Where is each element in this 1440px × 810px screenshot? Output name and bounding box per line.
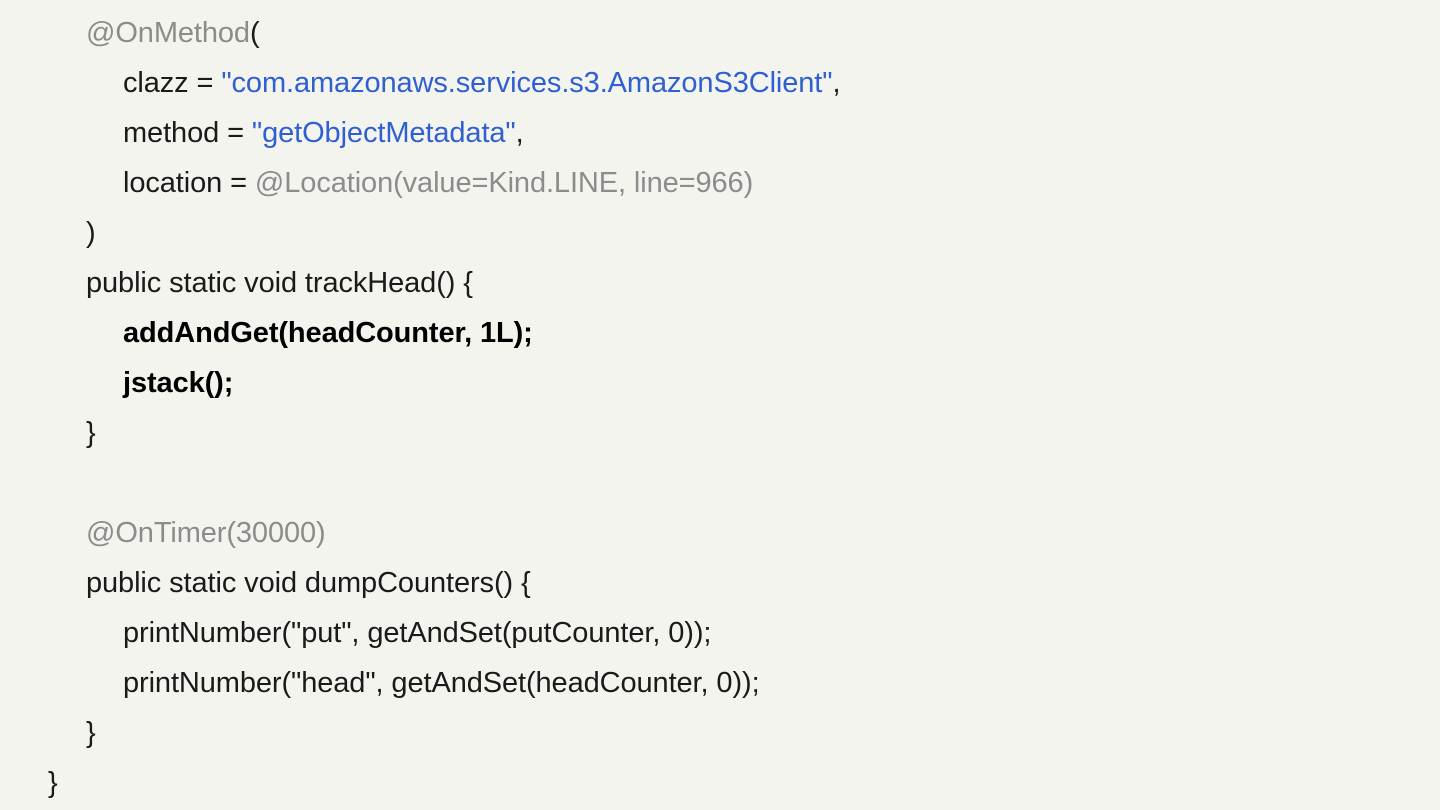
- line-onmethod-close: ): [0, 208, 1440, 258]
- line-printnumber-put: printNumber("put", getAndSet(putCounter,…: [0, 608, 1440, 658]
- code-token-plain: printNumber("head", getAndSet(headCounte…: [123, 667, 760, 699]
- line-class-close: }: [0, 758, 1440, 808]
- line-jstack: jstack();: [0, 358, 1440, 408]
- line-method: method = "getObjectMetadata",: [0, 108, 1440, 158]
- line-location: location = @Location(value=Kind.LINE, li…: [0, 158, 1440, 208]
- code-token-bold: jstack();: [123, 367, 234, 399]
- code-token-bold: addAndGet(headCounter, 1L);: [123, 317, 533, 349]
- code-token-string: "getObjectMetadata": [251, 117, 516, 149]
- code-block: @OnMethod(clazz = "com.amazonaws.service…: [0, 8, 1440, 808]
- code-token-plain: public static void dumpCounters() {: [86, 567, 531, 599]
- line-dumpcounters-close: }: [0, 708, 1440, 758]
- code-token-plain: clazz =: [123, 67, 222, 99]
- code-token-plain: }: [86, 417, 96, 449]
- line-clazz: clazz = "com.amazonaws.services.s3.Amazo…: [0, 58, 1440, 108]
- code-token-annot: @OnTimer(30000): [86, 517, 326, 549]
- code-token-annot: @Location(value=Kind.LINE, line=966): [254, 167, 754, 199]
- line-dumpcounters-sig: public static void dumpCounters() {: [0, 558, 1440, 608]
- line-addandget: addAndGet(headCounter, 1L);: [0, 308, 1440, 358]
- code-token-plain: public static void trackHead() {: [86, 267, 473, 299]
- code-token-plain: }: [86, 717, 96, 749]
- code-token-annot: @OnMethod: [86, 17, 250, 49]
- line-blank-1: [0, 458, 1440, 508]
- code-token-punct: (: [249, 17, 260, 49]
- code-token-plain: ): [86, 217, 96, 249]
- line-trackhead-close: }: [0, 408, 1440, 458]
- code-token-plain: }: [48, 767, 58, 799]
- line-onmethod-open: @OnMethod(: [0, 8, 1440, 58]
- code-token-plain: location =: [123, 167, 255, 199]
- code-token-plain: printNumber("put", getAndSet(putCounter,…: [123, 617, 712, 649]
- code-token-punct: ,: [832, 67, 841, 99]
- code-token-punct: ,: [515, 117, 524, 149]
- line-ontimer: @OnTimer(30000): [0, 508, 1440, 558]
- code-token-plain: method =: [123, 117, 252, 149]
- code-token-string: "com.amazonaws.services.s3.AmazonS3Clien…: [221, 67, 833, 99]
- line-printnumber-head: printNumber("head", getAndSet(headCounte…: [0, 658, 1440, 708]
- line-trackhead-sig: public static void trackHead() {: [0, 258, 1440, 308]
